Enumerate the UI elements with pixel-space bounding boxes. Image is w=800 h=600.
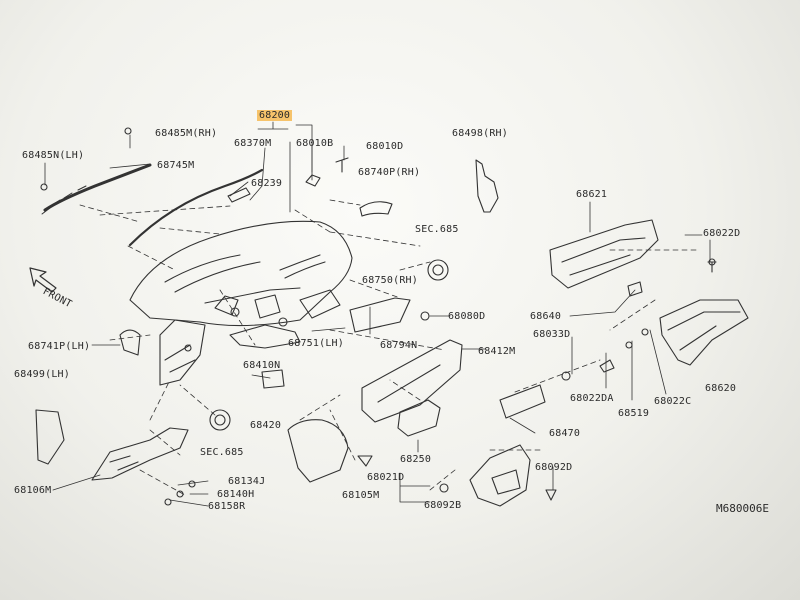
center-panel-68412m <box>361 339 463 423</box>
label-68033d: 68033D <box>533 329 571 340</box>
dashed-guides <box>79 199 701 496</box>
label-68134j: 68134J <box>228 476 266 487</box>
label-68741plh: 68741P(LH) <box>28 341 91 352</box>
front-arrow-icon <box>29 267 57 293</box>
label-68022c: 68022C <box>654 396 692 407</box>
clip-68010b <box>305 174 321 187</box>
display-frame-68250 <box>397 399 441 437</box>
lower-cover-68106m <box>91 427 189 481</box>
label-68105m: 68105M <box>342 490 380 501</box>
label-68470: 68470 <box>549 428 581 439</box>
switch-unit-68470 <box>499 384 546 419</box>
label-68420: 68420 <box>250 420 282 431</box>
trim-strip-part <box>40 127 152 215</box>
label-68200: 68200 <box>257 110 293 121</box>
label-68499lh: 68499(LH) <box>14 369 70 380</box>
label-sec685-top: SEC.685 <box>415 224 459 235</box>
fastener-68519 <box>625 341 633 349</box>
panel-68410n <box>261 369 285 389</box>
glove-box-cover-68621 <box>549 219 659 289</box>
label-68010b: 68010B <box>296 138 334 149</box>
glove-box-68620 <box>659 299 749 366</box>
label-68740prh: 68740P(RH) <box>358 167 421 178</box>
vent-68741p <box>119 329 141 356</box>
clip-68140h <box>176 490 184 498</box>
side-panel-68498 <box>475 159 499 213</box>
cluster-hood-68420 <box>287 419 349 483</box>
clip-68092b <box>439 483 449 493</box>
label-68485mrh: 68485M(RH) <box>155 128 218 139</box>
label-68751lh: 68751(LH) <box>288 338 344 349</box>
fastener-68022c <box>641 328 649 336</box>
diagram-code: M680006E <box>716 502 769 515</box>
label-68158r: 68158R <box>208 501 246 512</box>
label-68239: 68239 <box>251 178 283 189</box>
bracket-68239 <box>227 187 251 203</box>
speaker-sec685-top <box>427 259 449 281</box>
label-68010d: 68010D <box>366 141 404 152</box>
duct-68105m <box>469 444 531 507</box>
clip-68092d <box>545 489 557 501</box>
label-68745m: 68745M <box>157 160 195 171</box>
label-68140h: 68140H <box>217 489 255 500</box>
switch-panel-68794n <box>349 297 411 333</box>
label-68620: 68620 <box>705 383 737 394</box>
label-68519: 68519 <box>618 408 650 419</box>
clip-68010d <box>335 157 349 173</box>
label-68485nlh: 68485N(LH) <box>22 150 85 161</box>
label-68750rh: 68750(RH) <box>362 275 418 286</box>
vent-68740p <box>359 201 393 217</box>
label-68794n: 68794N <box>380 340 418 351</box>
label-68092b: 68092B <box>424 500 462 511</box>
label-68640: 68640 <box>530 311 562 322</box>
label-68092d: 68092D <box>535 462 573 473</box>
leader-lines <box>44 121 711 507</box>
label-68021d: 68021D <box>367 472 405 483</box>
label-68250: 68250 <box>400 454 432 465</box>
label-68370m: 68370M <box>234 138 272 149</box>
switch-68080d <box>420 311 430 321</box>
screw-68022d <box>707 258 717 273</box>
fastener-68033d <box>561 371 571 381</box>
windshield-strip-part <box>128 168 264 247</box>
instrument-panel-part <box>129 220 353 386</box>
label-68621: 68621 <box>576 189 608 200</box>
clip-68134j <box>188 480 196 488</box>
speaker-sec685-bottom <box>209 409 231 431</box>
label-68106m: 68106M <box>14 485 52 496</box>
label-68410n: 68410N <box>243 360 281 371</box>
clip-68158r <box>164 498 172 506</box>
clip-68021d <box>357 455 373 467</box>
side-panel-68499 <box>35 409 65 465</box>
fastener-68022da <box>599 359 615 373</box>
label-68498rh: 68498(RH) <box>452 128 508 139</box>
label-68022d-top: 68022D <box>703 228 741 239</box>
label-sec685-bottom: SEC.685 <box>200 447 244 458</box>
fastener-68640 <box>627 281 643 297</box>
label-68022da: 68022DA <box>570 393 614 404</box>
label-68412m: 68412M <box>478 346 516 357</box>
label-68080d: 68080D <box>448 311 486 322</box>
